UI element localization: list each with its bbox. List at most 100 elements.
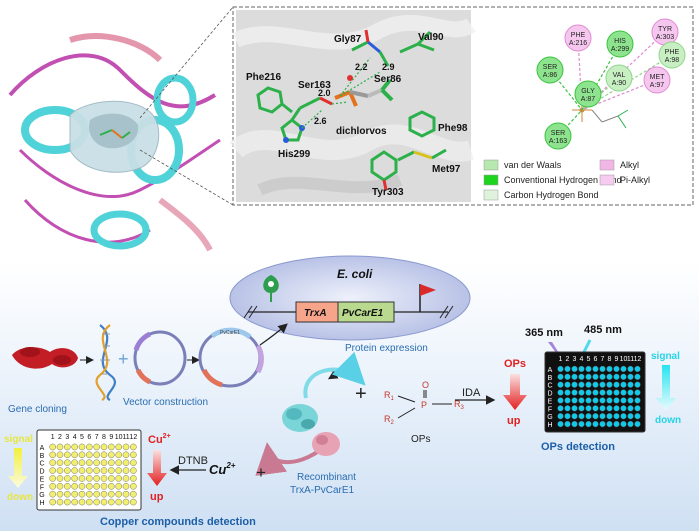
legend-swatch bbox=[599, 174, 615, 186]
plate-well bbox=[634, 397, 641, 404]
residue-node-name: MET bbox=[650, 74, 666, 81]
ops-r3: R3 bbox=[454, 399, 465, 411]
plate-well bbox=[606, 397, 613, 404]
plate-column-label: 8 bbox=[102, 434, 106, 441]
plate-well bbox=[578, 389, 585, 396]
plate-row-label: D bbox=[547, 391, 552, 398]
plate-column-label: 8 bbox=[608, 356, 612, 363]
plate-well bbox=[564, 373, 571, 380]
residue-ser86: Ser86 bbox=[374, 74, 402, 85]
plate-well bbox=[613, 420, 620, 428]
plate-well bbox=[56, 498, 64, 506]
legend-label: Carbon Hydrogen Bond bbox=[504, 190, 599, 200]
plate-well bbox=[86, 490, 93, 498]
plate-well bbox=[130, 459, 137, 466]
residue-node bbox=[658, 41, 686, 69]
gene-trxa-label: TrxA bbox=[304, 308, 327, 319]
plate-column-label: 9 bbox=[615, 356, 619, 363]
plate-well bbox=[108, 475, 115, 482]
plate-column-label: 4 bbox=[73, 434, 77, 441]
plate-well bbox=[122, 498, 130, 506]
plate-well bbox=[592, 420, 599, 428]
plate-column-label: 12 bbox=[129, 434, 137, 441]
residue-node-id: A:87 bbox=[581, 96, 596, 103]
ops-oxygen: O bbox=[422, 380, 429, 390]
ligand-dichlorvos: dichlorvos bbox=[336, 126, 387, 137]
plate-well bbox=[557, 373, 564, 380]
plate-well bbox=[49, 443, 56, 451]
promoter-icon bbox=[263, 274, 279, 302]
plate-well bbox=[78, 490, 86, 498]
plate-well bbox=[564, 405, 571, 412]
plate-row-label: G bbox=[39, 492, 44, 499]
plate-well bbox=[130, 475, 137, 482]
plate-well bbox=[564, 365, 571, 373]
legend-label: van der Waals bbox=[504, 160, 562, 170]
copper-arrow-label: Cu2+ bbox=[148, 433, 171, 446]
plate-well bbox=[599, 413, 606, 420]
plate-row-label: B bbox=[40, 453, 45, 460]
plate-well bbox=[613, 373, 620, 380]
plate-well bbox=[100, 443, 108, 451]
plate-well bbox=[627, 420, 634, 428]
plate-well bbox=[599, 381, 606, 388]
residue-node-name: GLY bbox=[581, 88, 595, 95]
dna-helix-icon bbox=[95, 324, 116, 401]
plate-well bbox=[592, 405, 599, 412]
zoom-guide-top bbox=[139, 6, 234, 119]
plate-well bbox=[592, 381, 599, 388]
ops-signal-direction: down bbox=[655, 415, 681, 426]
plate-well bbox=[115, 443, 122, 451]
residue-node bbox=[544, 122, 572, 150]
plate-well bbox=[571, 373, 578, 380]
plate-well bbox=[71, 451, 78, 459]
plate-well bbox=[100, 483, 108, 490]
plate-well bbox=[49, 498, 56, 506]
plate-well bbox=[78, 475, 86, 482]
residue-node bbox=[574, 80, 602, 108]
plate-well bbox=[56, 451, 64, 459]
residue-node-id: A:163 bbox=[549, 138, 567, 145]
plate-well bbox=[557, 381, 564, 388]
plate-well bbox=[108, 459, 115, 466]
plate-well bbox=[108, 498, 115, 506]
copper-signal-direction: down bbox=[7, 492, 33, 503]
ops-detection-title: OPs detection bbox=[541, 441, 615, 453]
plate-well bbox=[122, 475, 130, 482]
ops-arrow-direction: up bbox=[507, 415, 521, 427]
plate-well bbox=[49, 490, 56, 498]
plate-well bbox=[49, 459, 56, 466]
ops-concentration-arrow: OPs up bbox=[503, 358, 527, 427]
plate-well bbox=[620, 413, 627, 420]
plate-well bbox=[64, 498, 71, 506]
plate-well bbox=[627, 373, 634, 380]
legend-swatch bbox=[483, 189, 499, 201]
plate-well bbox=[115, 451, 122, 459]
plate-well bbox=[64, 467, 71, 474]
plate-well bbox=[606, 381, 613, 388]
residue-node bbox=[606, 30, 634, 58]
residue-node-id: A:97 bbox=[650, 82, 665, 89]
plate-well bbox=[585, 397, 592, 404]
plate-well bbox=[599, 420, 606, 428]
plus-sign: + bbox=[118, 349, 129, 369]
plate-well bbox=[93, 459, 100, 466]
plate-well bbox=[564, 420, 571, 428]
plate-column-label: 1 bbox=[559, 356, 563, 363]
plate-column-label: 5 bbox=[80, 434, 84, 441]
ecoli-construct: E. coli TrxA PvCarE1 Protein expression bbox=[229, 255, 471, 380]
ecoli-label: E. coli bbox=[337, 267, 373, 281]
plate-well bbox=[115, 498, 122, 506]
ida-step: IDA bbox=[455, 387, 496, 405]
plate-well bbox=[93, 443, 100, 451]
plate-column-label: 7 bbox=[95, 434, 99, 441]
plate-well bbox=[564, 413, 571, 420]
plate-well bbox=[71, 443, 78, 451]
vector-construction-label: Vector construction bbox=[123, 397, 208, 408]
plate-well bbox=[108, 467, 115, 474]
plate-well bbox=[578, 420, 585, 428]
plate-well bbox=[564, 389, 571, 396]
plate-well bbox=[115, 459, 122, 466]
residue-met97: Met97 bbox=[432, 164, 461, 175]
